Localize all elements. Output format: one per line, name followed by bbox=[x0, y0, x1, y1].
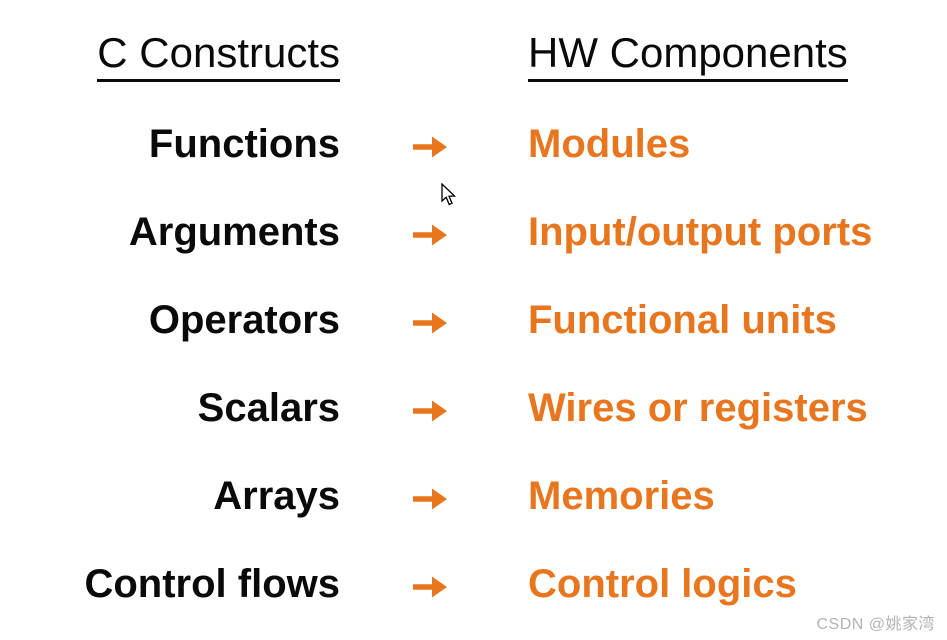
mapping-rows: Functions Modules Arguments Input/output… bbox=[0, 100, 947, 628]
header-cell-right: HW Components bbox=[520, 29, 947, 83]
hw-components-heading: HW Components bbox=[528, 29, 848, 83]
mapping-row-scalars: Scalars Wires or registers bbox=[0, 364, 947, 452]
hw-component-label: Memories bbox=[528, 473, 715, 518]
right-arrow-icon bbox=[340, 572, 520, 602]
header-row: C Constructs HW Components bbox=[0, 0, 947, 83]
hw-component-label: Wires or registers bbox=[528, 385, 868, 430]
mapping-row-arguments: Arguments Input/output ports bbox=[0, 188, 947, 276]
mapping-row-control-flows: Control flows Control logics bbox=[0, 540, 947, 628]
c-construct-label: Arguments bbox=[128, 209, 340, 254]
right-arrow-icon bbox=[340, 308, 520, 338]
right-arrow-icon bbox=[340, 484, 520, 514]
hw-component-label: Input/output ports bbox=[528, 209, 873, 254]
header-cell-left: C Constructs bbox=[0, 29, 340, 83]
c-construct-label: Functions bbox=[148, 121, 340, 166]
mapping-row-operators: Operators Functional units bbox=[0, 276, 947, 364]
mapping-row-arrays: Arrays Memories bbox=[0, 452, 947, 540]
csdn-watermark: CSDN @姚家湾 bbox=[816, 616, 935, 633]
hw-component-label: Functional units bbox=[528, 297, 837, 342]
hw-component-label: Modules bbox=[528, 121, 691, 166]
right-arrow-icon bbox=[340, 132, 520, 162]
right-arrow-icon bbox=[340, 396, 520, 426]
c-construct-label: Operators bbox=[148, 297, 340, 342]
right-arrow-icon bbox=[340, 220, 520, 250]
c-construct-label: Scalars bbox=[197, 385, 340, 430]
c-construct-label: Arrays bbox=[213, 473, 340, 518]
hw-component-label: Control logics bbox=[528, 561, 797, 606]
c-constructs-heading: C Constructs bbox=[97, 29, 340, 83]
mapping-row-functions: Functions Modules bbox=[0, 100, 947, 188]
c-construct-label: Control flows bbox=[84, 561, 340, 606]
